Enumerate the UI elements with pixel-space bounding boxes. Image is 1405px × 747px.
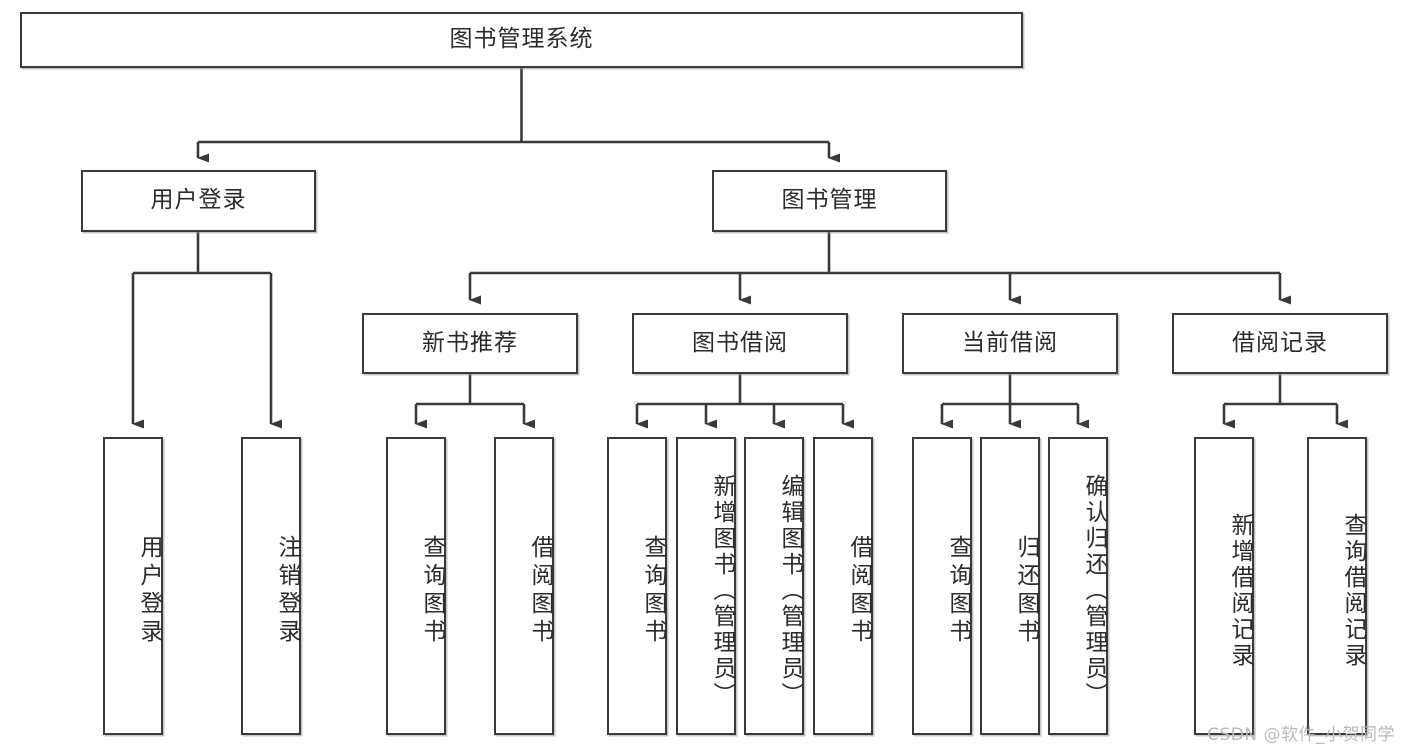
csdn-watermark: CSDN @软件_小贺同学 (1207, 725, 1395, 745)
leaf-query-book-recommend[interactable]: 查询图书 (386, 437, 446, 735)
node-current-borrow[interactable]: 当前借阅 (902, 313, 1118, 374)
node-user-login[interactable]: 用户登录 (81, 170, 316, 232)
leaf-borrow-book-recommend[interactable]: 借阅图书 (494, 437, 554, 735)
node-borrow-record[interactable]: 借阅记录 (1172, 313, 1388, 374)
leaf-logout[interactable]: 注销登录 (241, 437, 301, 735)
leaf-user-login[interactable]: 用户登录 (103, 437, 163, 735)
leaf-borrow-book[interactable]: 借阅图书 (813, 437, 873, 735)
node-root-book-management-system[interactable]: 图书管理系统 (20, 12, 1023, 68)
node-book-borrow[interactable]: 图书借阅 (632, 313, 848, 374)
node-book-management[interactable]: 图书管理 (712, 170, 947, 232)
leaf-query-borrow-record[interactable]: 查询借阅记录 (1307, 437, 1367, 735)
leaf-edit-book-admin[interactable]: 编辑图书（管理员） (744, 437, 804, 735)
leaf-query-book-current[interactable]: 查询图书 (912, 437, 972, 735)
leaf-confirm-return-admin[interactable]: 确认归还（管理员） (1048, 437, 1108, 735)
leaf-add-borrow-record[interactable]: 新增借阅记录 (1194, 437, 1254, 735)
leaf-return-book[interactable]: 归还图书 (980, 437, 1040, 735)
leaf-add-book-admin[interactable]: 新增图书（管理员） (676, 437, 736, 735)
node-new-book-recommend[interactable]: 新书推荐 (362, 313, 578, 374)
leaf-query-book-borrow[interactable]: 查询图书 (607, 437, 667, 735)
